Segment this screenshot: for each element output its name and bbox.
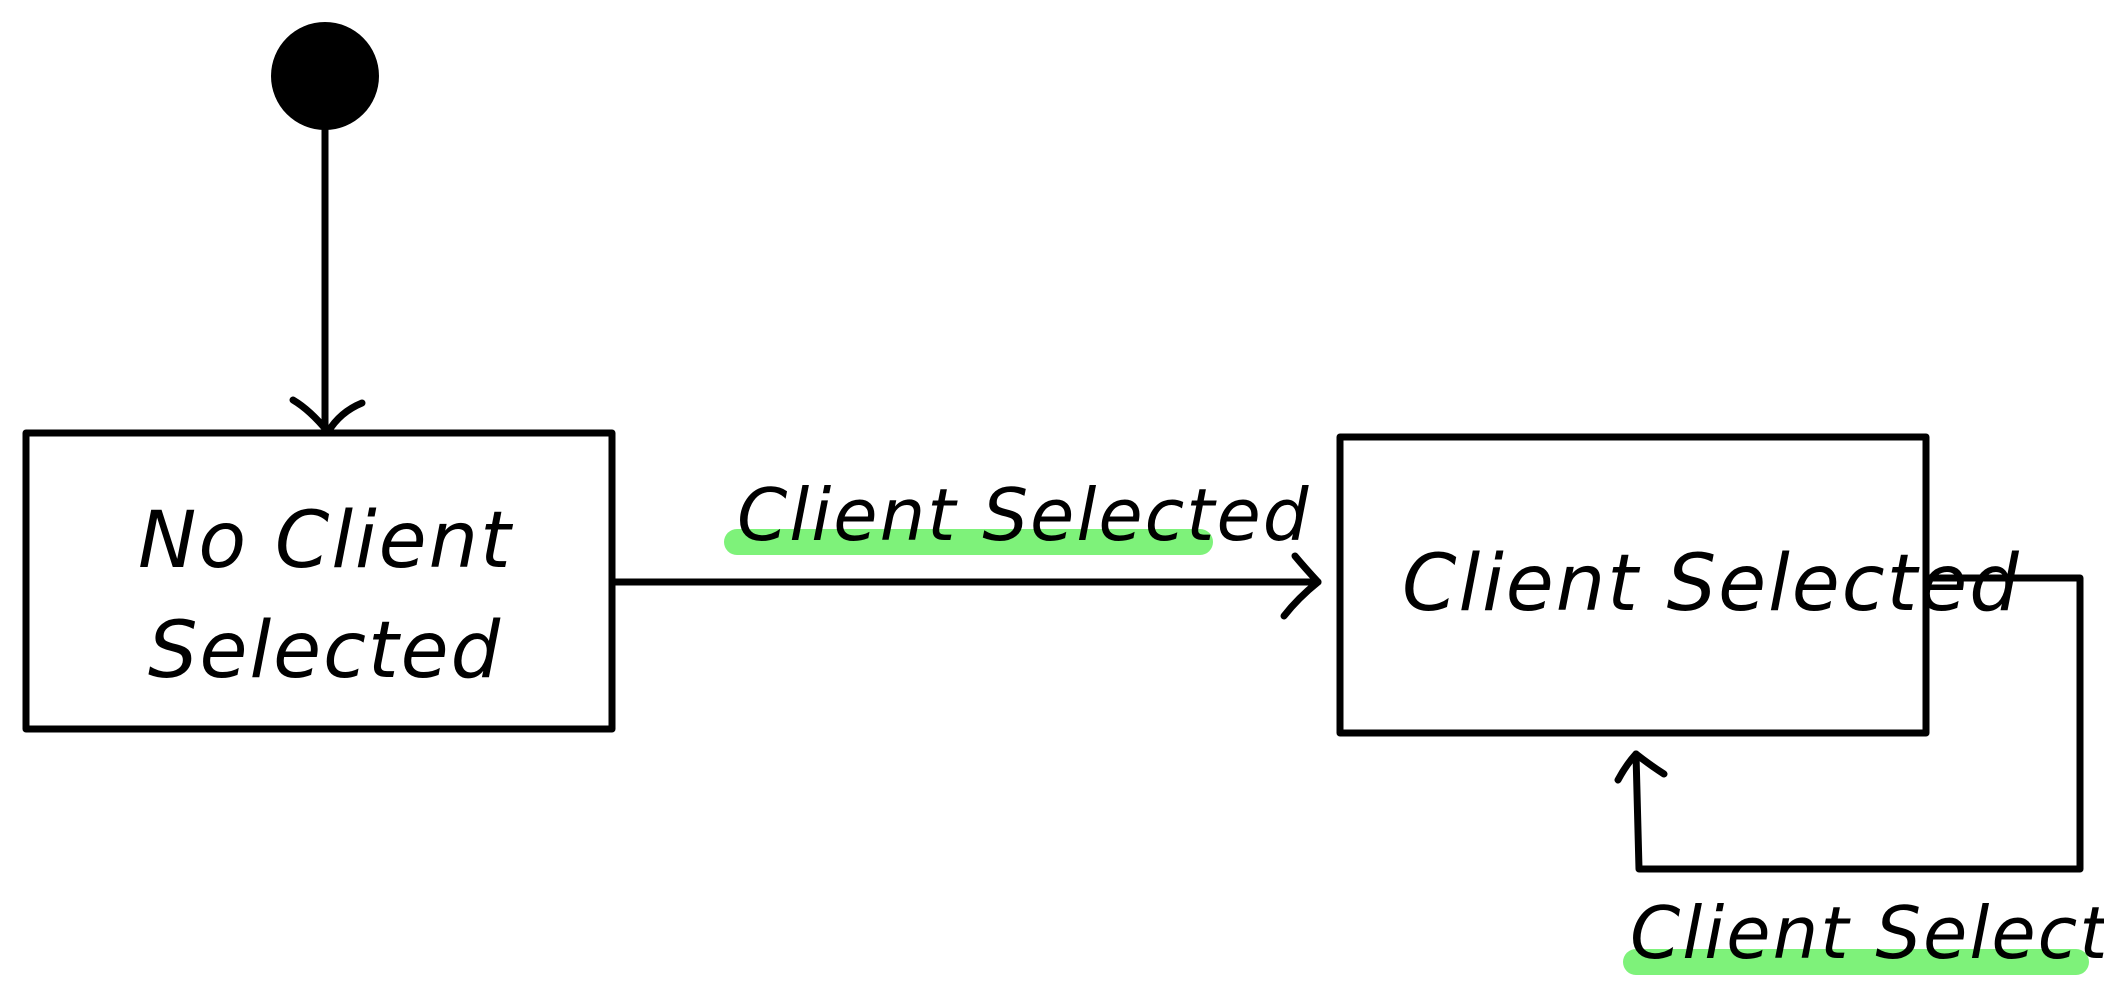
initial-state-node bbox=[271, 22, 379, 130]
state-no-client-selected: No Client Selected bbox=[22, 429, 616, 733]
state-label-client-selected: Client Selected bbox=[1402, 539, 2021, 629]
state-label-no-client-line1: No Client bbox=[138, 496, 513, 586]
transition-text-2: Client Selected bbox=[1630, 891, 2104, 975]
transition-text-1: Client Selected bbox=[737, 473, 1310, 557]
state-box-no-client-selected bbox=[22, 429, 616, 733]
transition-label-client-selected-1: Client Selected bbox=[724, 473, 1310, 557]
initial-transition-arrow bbox=[289, 124, 366, 436]
state-label-no-client-line2: Selected bbox=[148, 606, 502, 696]
state-box-client-selected bbox=[1336, 433, 1930, 737]
state-client-selected: Client Selected bbox=[1336, 433, 2021, 737]
self-loop-transition-arrow bbox=[1614, 574, 2084, 873]
transition-label-client-selected-2: Client Selected bbox=[1623, 891, 2104, 975]
transition-arrow-to-client-selected bbox=[610, 552, 1322, 620]
